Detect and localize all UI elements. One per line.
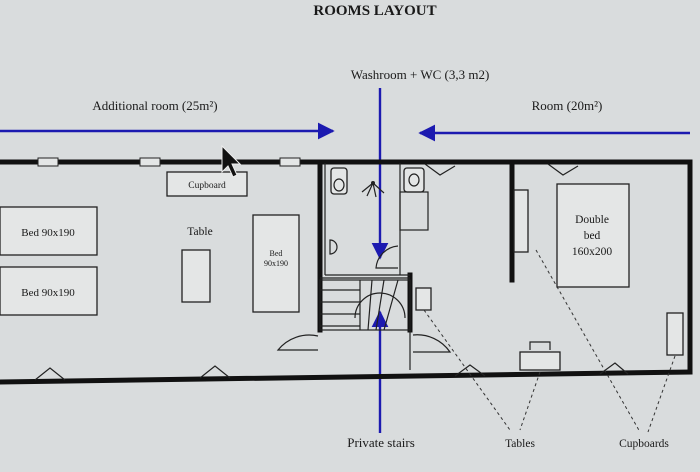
table-label: Table: [187, 226, 212, 238]
room-label: Room (20m²): [532, 98, 603, 113]
bed-left-bottom: Bed 90x190: [0, 266, 98, 316]
doors: [276, 210, 526, 353]
toilet-icon: [330, 167, 348, 195]
washroom-fixtures: [329, 167, 429, 269]
double-bed-label-line2: bed: [584, 230, 601, 242]
bed-small-label-line1: Bed: [270, 249, 283, 258]
outer-walls: [0, 159, 693, 385]
cupboard-label: Cupboard: [188, 181, 226, 191]
double-bed-label-line3: 160x200: [572, 246, 613, 258]
private-stairs-label: Private stairs: [347, 435, 415, 450]
bottom-windows: [34, 362, 629, 381]
sink-icon: [403, 167, 425, 193]
double-bed-label-line1: Double: [575, 214, 609, 226]
bed-small: Bed 90x190: [252, 214, 300, 313]
small-table-box: [415, 287, 432, 311]
cupboards-label: Cupboards: [619, 438, 669, 450]
chair-icon: [529, 341, 551, 350]
leader-lines: [423, 249, 676, 433]
desk-box: [519, 351, 561, 371]
private-stairs-icon: [319, 279, 411, 331]
diagram-title: ROOMS LAYOUT: [313, 3, 436, 19]
bed-small-label-line2: 90x190: [264, 259, 288, 268]
washroom-label: Washroom + WC (3,3 m2): [351, 67, 490, 82]
bed-left-bottom-label: Bed 90x190: [21, 287, 75, 299]
bed-left-top-label: Bed 90x190: [21, 227, 75, 239]
top-windows: [37, 157, 579, 176]
mouse-cursor-icon: [221, 144, 242, 178]
wardrobe-box: [666, 312, 684, 356]
table-box: [181, 249, 211, 303]
double-bed: Double bed 160x200: [556, 183, 630, 288]
nightstand-box: [513, 189, 529, 253]
additional-room-label: Additional room (25m²): [92, 98, 217, 113]
interior-walls: [317, 160, 515, 370]
small-sink-icon: [329, 239, 338, 255]
bed-left-top: Bed 90x190: [0, 206, 98, 256]
tables-label: Tables: [505, 438, 535, 450]
